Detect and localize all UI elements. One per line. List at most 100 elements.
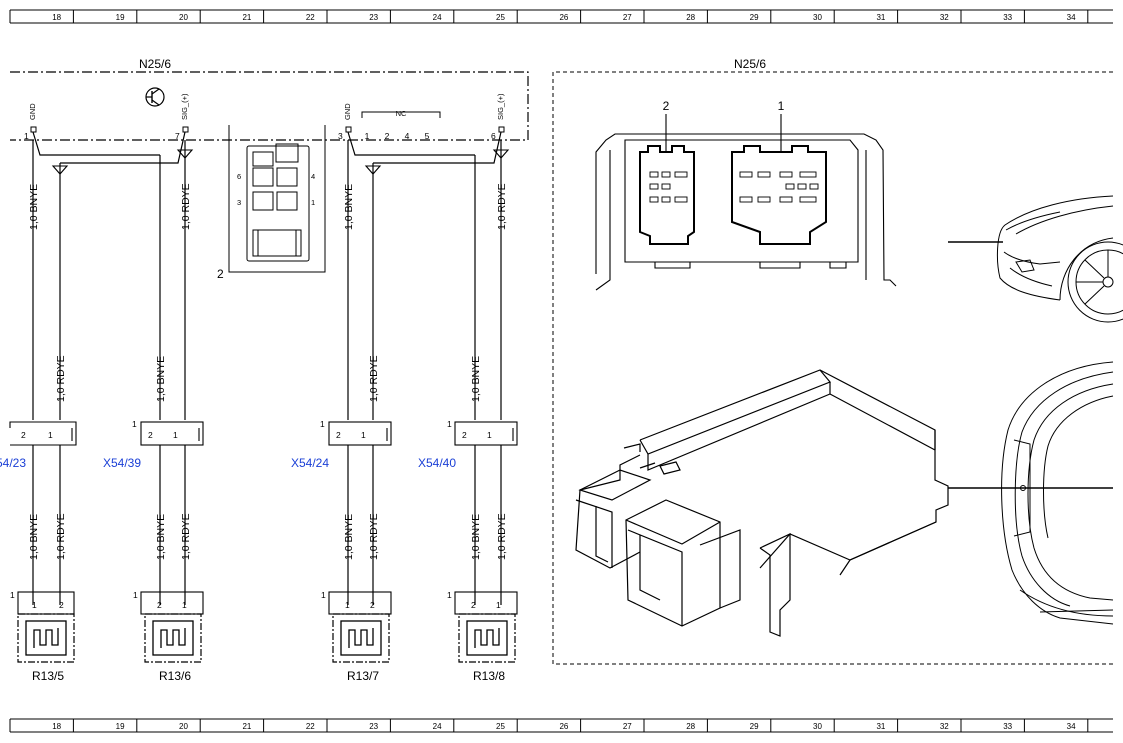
pin-signal: SIG_(+) bbox=[180, 93, 189, 120]
ruler-number: 21 bbox=[242, 722, 251, 731]
heater-pin: 2 bbox=[59, 600, 64, 610]
ruler-number: 18 bbox=[52, 722, 61, 731]
ruler-number: 32 bbox=[940, 722, 949, 731]
ruler-number: 23 bbox=[369, 13, 378, 22]
ruler-number: 19 bbox=[116, 13, 125, 22]
ruler-number: 27 bbox=[623, 13, 632, 22]
connector-label: X54/40 bbox=[418, 456, 456, 470]
wire-labels: 1,0 BNYE 1,0 RDYE 1,0 BNYE 1,0 RDYE 1,0 … bbox=[28, 183, 508, 560]
stub-marker: 1 bbox=[320, 419, 325, 429]
connector-callout: 2 bbox=[663, 99, 670, 113]
module-top-view bbox=[595, 114, 897, 291]
ruler-number: 24 bbox=[433, 13, 442, 22]
ruler-number: 30 bbox=[813, 722, 822, 731]
ruler-number: 22 bbox=[306, 722, 315, 731]
heater-label: R13/7 bbox=[347, 669, 379, 683]
ruler-number: 26 bbox=[559, 13, 568, 22]
wire-label: 1,0 RDYE bbox=[55, 513, 67, 560]
wire-label: 1,0 BNYE bbox=[470, 356, 482, 402]
internal-wiring bbox=[32, 131, 502, 420]
wire-label: 1,0 BNYE bbox=[28, 184, 40, 230]
pin-number: 1 bbox=[24, 131, 29, 141]
stub-pin: 1 bbox=[48, 430, 53, 440]
heater-marker: 1 bbox=[321, 590, 326, 600]
ruler-number: 31 bbox=[876, 13, 885, 22]
pin-signal: GND bbox=[28, 103, 37, 120]
wire-label: 1,0 BNYE bbox=[470, 514, 482, 560]
car-front-top bbox=[948, 195, 1123, 323]
connector-callout: 1 bbox=[778, 99, 785, 113]
stub-pin: 2 bbox=[148, 430, 153, 440]
module-label: N25/6 bbox=[139, 57, 171, 71]
heater-pin: 2 bbox=[471, 600, 476, 610]
wire-label: 1,0 BNYE bbox=[343, 514, 355, 560]
ruler-number: 25 bbox=[496, 722, 505, 731]
connector-pin: 1 bbox=[311, 198, 315, 207]
ground-icons bbox=[51, 149, 510, 175]
stub-pin: 1 bbox=[361, 430, 366, 440]
heater-pin: 2 bbox=[157, 600, 162, 610]
stub-pin: 1 bbox=[487, 430, 492, 440]
nc-pin: 4 bbox=[405, 131, 410, 141]
connector-label: X54/39 bbox=[103, 456, 141, 470]
heater-pin: 1 bbox=[345, 600, 350, 610]
wire-label: 1,0 RDYE bbox=[368, 355, 380, 402]
module-n25-6-box: N25/6 NC 1 2 4 5 bbox=[10, 57, 529, 141]
heater-pin: 1 bbox=[32, 600, 37, 610]
pin-terminals bbox=[30, 126, 505, 133]
wire-label: 1,0 RDYE bbox=[180, 513, 192, 560]
ruler-number: 34 bbox=[1067, 13, 1076, 22]
transistor-icon bbox=[145, 87, 165, 107]
heater-pin: 1 bbox=[496, 600, 501, 610]
wire-label: 1,0 BNYE bbox=[343, 184, 355, 230]
connector-detail-label: 2 bbox=[217, 267, 224, 281]
pin-number: 6 bbox=[491, 131, 496, 141]
heater-marker: 1 bbox=[133, 590, 138, 600]
wire-label: 1,0 BNYE bbox=[28, 514, 40, 560]
ruler-number: 29 bbox=[750, 722, 759, 731]
stub-marker: 1 bbox=[132, 419, 137, 429]
module-iso-view bbox=[575, 369, 949, 637]
heater-label: R13/8 bbox=[473, 669, 505, 683]
car-front-bottom bbox=[948, 361, 1114, 625]
wire-label: 1,0 RDYE bbox=[55, 355, 67, 402]
nc-bracket: NC 1 2 4 5 bbox=[361, 109, 441, 141]
pin-number: 3 bbox=[338, 131, 343, 141]
wire-label: 1,0 RDYE bbox=[496, 183, 508, 230]
nc-pin: 1 bbox=[365, 131, 370, 141]
illustration-panel: N25/6 2 bbox=[552, 57, 1123, 665]
pin-signal-labels: GND SIG_(+) GND SIG_(+) 1 7 3 6 bbox=[24, 93, 505, 141]
ruler-number: 24 bbox=[433, 722, 442, 731]
ruler-number: 31 bbox=[876, 722, 885, 731]
wire-label: 1,0 RDYE bbox=[496, 513, 508, 560]
connector-pin: 4 bbox=[311, 172, 315, 181]
pin-number: 7 bbox=[175, 131, 180, 141]
heater-pin: 2 bbox=[370, 600, 375, 610]
heater-marker: 1 bbox=[447, 590, 452, 600]
wire-label: 1,0 RDYE bbox=[180, 183, 192, 230]
lower-wiring bbox=[32, 445, 502, 605]
illustration-module-label: N25/6 bbox=[734, 57, 766, 71]
ruler-number: 32 bbox=[940, 13, 949, 22]
nc-pin: 5 bbox=[425, 131, 430, 141]
x54-connectors: 2 1 2 1 2 1 2 1 1 1 1 X54/23 X54/39 X54/… bbox=[0, 419, 518, 470]
heater-marker: 1 bbox=[10, 590, 15, 600]
ruler-number: 25 bbox=[496, 13, 505, 22]
ruler-number: 29 bbox=[750, 13, 759, 22]
ruler-number: 20 bbox=[179, 13, 188, 22]
connector-detail: 2 6 4 3 1 bbox=[217, 125, 326, 281]
ruler-number: 34 bbox=[1067, 722, 1076, 731]
heater-pin: 1 bbox=[182, 600, 187, 610]
pin-signal: GND bbox=[343, 103, 352, 120]
ruler-number: 33 bbox=[1003, 722, 1012, 731]
ruler-number: 27 bbox=[623, 722, 632, 731]
connector-label: X54/23 bbox=[0, 456, 26, 470]
stub-marker: 1 bbox=[447, 419, 452, 429]
ruler-number: 18 bbox=[52, 13, 61, 22]
wire-label: 1,0 RDYE bbox=[368, 513, 380, 560]
